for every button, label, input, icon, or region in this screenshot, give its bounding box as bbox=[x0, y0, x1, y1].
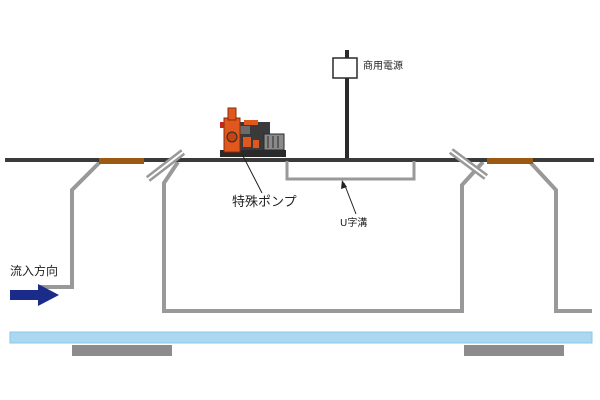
water-band bbox=[9, 331, 593, 344]
power-source-label: 商用電源 bbox=[363, 61, 403, 72]
right-footing bbox=[464, 345, 564, 356]
right-hatch-door bbox=[448, 148, 489, 180]
u-ditch-label: U字溝 bbox=[340, 218, 368, 229]
right-manhole-lid bbox=[487, 158, 533, 164]
ditch-leader-arrow bbox=[341, 180, 357, 215]
pump-leader-line bbox=[241, 153, 263, 194]
u-ditch bbox=[285, 161, 416, 181]
inflow-direction-label: 流入方向 bbox=[10, 264, 59, 278]
chamber-wall bbox=[162, 160, 485, 313]
power-box bbox=[332, 57, 358, 79]
left-hatch-door bbox=[145, 149, 186, 182]
left-manhole-lid bbox=[99, 158, 144, 164]
special-pump-label: 特殊ポンプ bbox=[232, 195, 297, 210]
right-shaft-wall bbox=[528, 160, 592, 313]
structure-walls bbox=[40, 160, 592, 313]
right-arrow-icon bbox=[10, 284, 59, 306]
pump-icon bbox=[220, 107, 286, 157]
left-footing bbox=[72, 345, 172, 356]
left-shaft-wall bbox=[40, 160, 102, 289]
